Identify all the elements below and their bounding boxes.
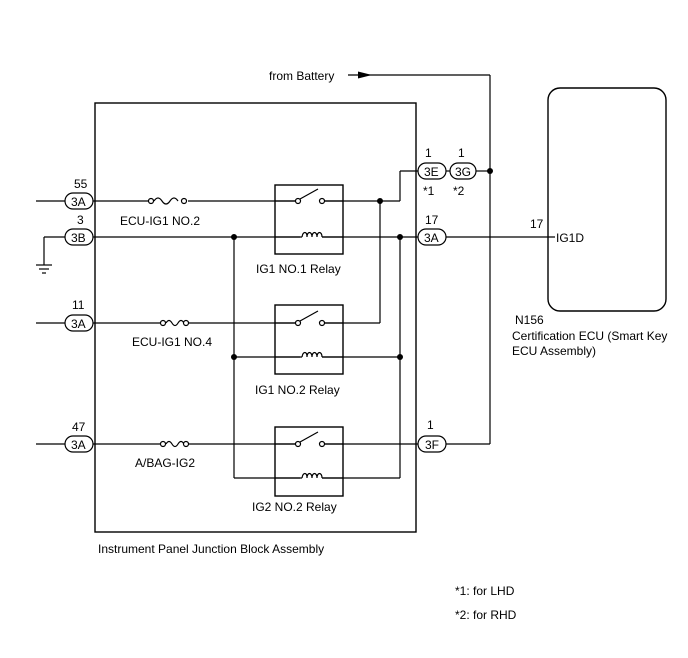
- relay-ig1-no1: [274, 184, 344, 255]
- fuse-label-2: ECU-IG1 NO.4: [132, 335, 212, 349]
- junction-dot: [487, 168, 493, 174]
- battery-arrow-icon: [358, 71, 372, 79]
- connector-right-3a-17: 17 3A: [417, 213, 447, 246]
- row-1-wiring: [36, 170, 418, 323]
- svg-text:3A: 3A: [71, 317, 86, 331]
- svg-text:3F: 3F: [425, 438, 439, 452]
- ecu-name-line-2: ECU Assembly): [512, 344, 596, 358]
- relay-label-1: IG1 NO.1 Relay: [256, 262, 341, 276]
- fuse-ecu-ig1-no4-icon: [159, 319, 190, 327]
- svg-text:1: 1: [425, 146, 432, 160]
- relay-coil-icon: [301, 472, 323, 479]
- junction-dot: [231, 354, 237, 360]
- relay-switch-icon: [299, 188, 319, 200]
- svg-text:3B: 3B: [71, 231, 86, 245]
- battery-feed: [348, 71, 491, 444]
- svg-text:*2: *2: [453, 184, 465, 198]
- svg-text:47: 47: [72, 420, 86, 434]
- svg-text:1: 1: [458, 146, 465, 160]
- relay-label-3: IG2 NO.2 Relay: [252, 500, 337, 514]
- ecu-id: N156: [515, 313, 544, 327]
- connector-right-3f-1: 1 3F: [417, 418, 447, 453]
- relay-coil-icon: [301, 231, 323, 238]
- junction-block-outline: [94, 102, 417, 533]
- svg-text:3: 3: [77, 213, 84, 227]
- from-battery-label: from Battery: [269, 69, 334, 83]
- relay-switch-icon: [299, 431, 319, 443]
- ecu-pin-label: IG1D: [556, 231, 584, 245]
- ecu-outline: [547, 87, 667, 312]
- svg-text:3E: 3E: [424, 165, 439, 179]
- svg-text:3A: 3A: [71, 438, 86, 452]
- relay-switch-icon: [299, 310, 319, 322]
- svg-text:3G: 3G: [455, 165, 471, 179]
- fuse-abag-ig2-icon: [159, 440, 190, 448]
- connector-right-3e-1: 1 3E *1: [417, 146, 447, 198]
- svg-text:55: 55: [74, 177, 88, 191]
- svg-text:3A: 3A: [71, 195, 86, 209]
- svg-text:1: 1: [427, 418, 434, 432]
- relay-label-2: IG1 NO.2 Relay: [255, 383, 340, 397]
- connector-left-3a-55: 55 3A: [64, 177, 94, 210]
- relay-ig1-no2: [274, 304, 344, 375]
- svg-text:11: 11: [72, 298, 85, 312]
- junction-dot: [377, 198, 383, 204]
- connector-left-3a-11: 11 3A: [64, 298, 94, 332]
- top-right-wiring: [446, 168, 493, 174]
- ecu-pin-number: 17: [530, 217, 544, 231]
- relay-coil-icon: [301, 351, 323, 358]
- note-lhd: *1: for LHD: [455, 584, 515, 598]
- relay-ig2-no2: [274, 426, 344, 497]
- fuse-label-3: A/BAG-IG2: [135, 456, 195, 470]
- svg-text:3A: 3A: [424, 231, 439, 245]
- svg-text:17: 17: [425, 213, 439, 227]
- ecu-name-line-1: Certification ECU (Smart Key: [512, 329, 667, 343]
- connector-right-3g-1: 1 3G *2: [449, 146, 477, 198]
- fuse-ecu-ig1-no2-icon: [147, 197, 188, 205]
- svg-text:*1: *1: [423, 184, 435, 198]
- junction-block-title: Instrument Panel Junction Block Assembly: [98, 542, 324, 556]
- junction-dot: [397, 354, 403, 360]
- fuse-label-1: ECU-IG1 NO.2: [120, 214, 200, 228]
- connector-left-3a-47: 47 3A: [64, 420, 94, 453]
- connector-left-3b-3: 3 3B: [64, 213, 94, 246]
- note-rhd: *2: for RHD: [455, 608, 517, 622]
